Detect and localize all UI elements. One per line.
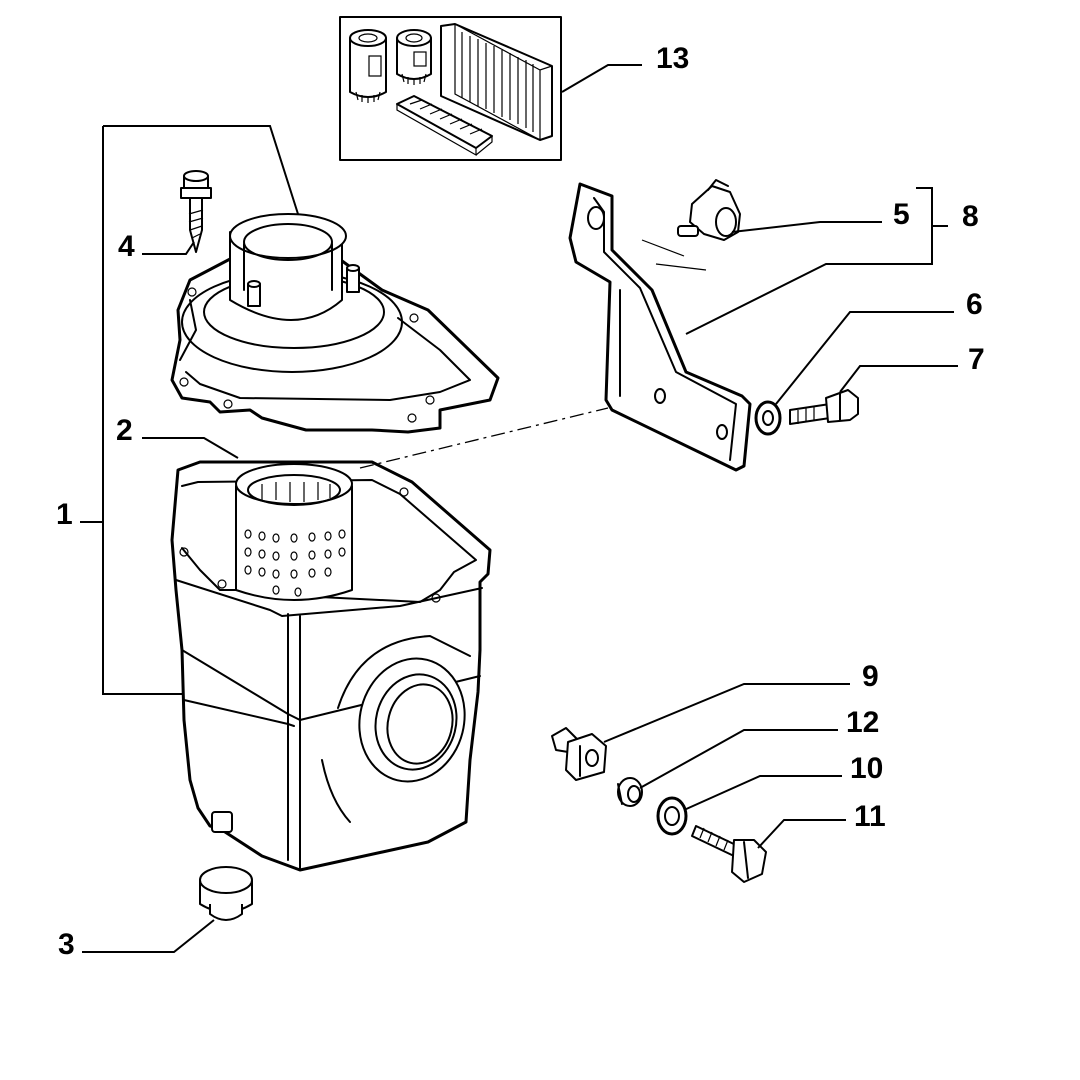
oil-filter-small-icon — [396, 29, 432, 85]
panel-air-filter-icon — [440, 23, 553, 141]
oil-filter-large-icon — [349, 29, 387, 103]
callout-12: 12 — [846, 706, 879, 739]
filter-element-part-2 — [235, 463, 353, 601]
air-filter-lid — [170, 213, 500, 434]
callout-2: 2 — [116, 414, 133, 447]
washer-part-6 — [754, 400, 782, 436]
callout-6: 6 — [966, 288, 983, 321]
leader-lines — [80, 64, 958, 953]
cabin-filter-icon — [396, 95, 493, 157]
filter-kit-inset — [339, 16, 562, 161]
callout-11: 11 — [854, 800, 886, 833]
clip-part-5 — [677, 179, 741, 241]
callout-8: 8 — [962, 200, 979, 233]
washer-part-10 — [656, 796, 688, 836]
callout-3: 3 — [58, 928, 75, 961]
callout-7: 7 — [968, 343, 985, 376]
callout-1: 1 — [56, 498, 73, 531]
rubber-mount-part-9 — [551, 727, 607, 781]
screw-part-11 — [691, 825, 767, 883]
callout-13: 13 — [656, 42, 689, 75]
screw-part-4 — [180, 170, 212, 253]
callout-9: 9 — [862, 660, 879, 693]
bracket-part-8 — [568, 182, 752, 472]
callout-5: 5 — [893, 198, 910, 231]
spacer-part-12 — [617, 777, 643, 807]
callout-labels: 1 2 3 4 5 6 7 8 9 10 11 12 13 — [56, 42, 985, 961]
bolt-part-7 — [789, 389, 859, 425]
drain-plug-part-3 — [199, 866, 253, 921]
callout-4: 4 — [118, 230, 135, 263]
air-filter-housing — [170, 460, 492, 872]
callout-10: 10 — [850, 752, 883, 785]
